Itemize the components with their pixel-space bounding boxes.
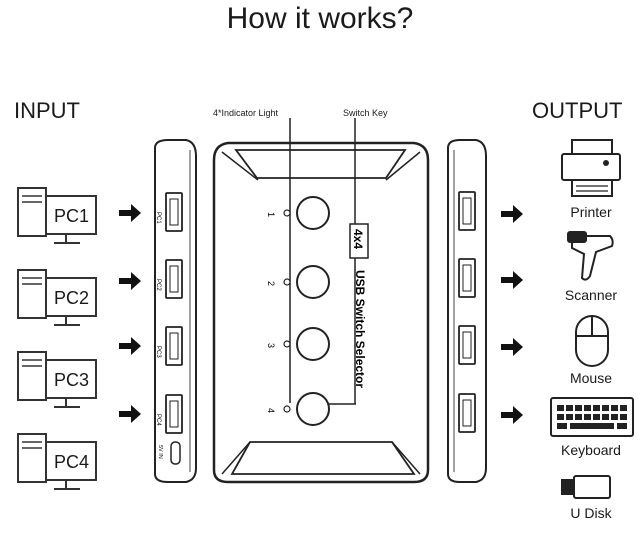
switch-body: 1 2 3 4 4x4 USB Switch Selector [212,118,430,484]
pc3-label: PC3 [54,370,90,390]
arrow-icon [501,406,523,424]
badge-box [349,223,369,259]
diagram-title: How it works? [226,2,414,35]
switch-number-2: 2 [266,281,276,286]
mouse-label: Mouse [569,370,613,386]
printer-label: Printer [570,204,612,220]
scanner-label: Scanner [564,287,618,303]
pc1-label: PC1 [54,206,90,226]
switch-key [296,265,330,299]
keyboard-label: Keyboard [561,442,621,458]
printer-icon [561,139,621,197]
device-name: USB Switch Selector [353,270,367,388]
switch-key [296,392,330,426]
arrow-icon [501,271,523,289]
indicator-light [283,340,291,348]
pc4-icon: PC4 [10,432,100,500]
switch-number-1: 1 [266,212,276,217]
switch-key [296,327,330,361]
arrow-icon [119,272,141,290]
input-heading: INPUT [14,98,80,123]
arrow-icon [119,204,141,222]
pc2-label: PC2 [54,288,90,308]
scanner-icon [567,231,614,281]
pc1-icon: PC1 [10,186,100,254]
indicator-callout: 4*Indicator Light [213,108,279,118]
arrow-icon [119,405,141,423]
arrow-icon [501,205,523,223]
switch-key-callout: Switch Key [343,108,388,118]
left-side-panel: PC1 PC2 PC3 PC4 5V IN [154,139,197,483]
power-port [170,441,181,465]
right-side-panel [447,139,487,483]
indicator-light [283,209,291,217]
switch-number-3: 3 [266,343,276,348]
keyboard-icon [550,397,634,437]
device-badge: 4x4 [351,229,365,249]
port-label-4: PC4 [155,414,161,426]
pc3-icon: PC3 [10,350,100,418]
switch-number-4: 4 [266,408,276,413]
indicator-light [283,405,291,413]
output-heading: OUTPUT [532,98,623,123]
u-disk-label: U Disk [570,505,612,521]
pc2-icon: PC2 [10,268,100,336]
port-label-1: PC1 [155,212,161,224]
power-label: 5V IN [157,445,163,459]
indicator-light [283,278,291,286]
arrow-icon [119,337,141,355]
arrow-icon [501,338,523,356]
mouse-icon [575,315,609,367]
pc4-label: PC4 [54,452,90,472]
port-label-2: PC2 [155,279,161,291]
port-label-3: PC3 [155,346,161,358]
switch-key [296,196,330,230]
usb-disk-icon [561,475,611,499]
